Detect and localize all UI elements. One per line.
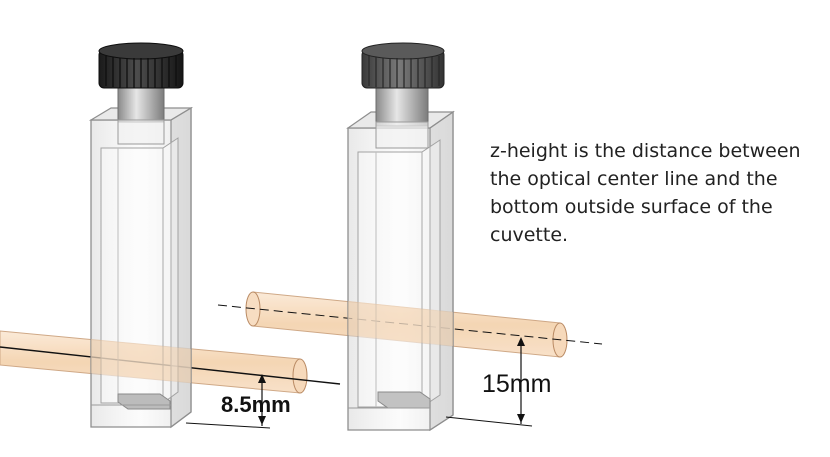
cap-knurling-left: [105, 56, 177, 88]
cuvette-left: [88, 42, 194, 429]
cap-knurling-right: [368, 56, 440, 88]
left-dimension-label: 8.5mm: [221, 392, 291, 417]
right-dimension-label: 15mm: [482, 370, 551, 398]
z-height-caption: z-height is the distance between the opt…: [490, 140, 801, 246]
dimension-left: 8.5mm: [185, 374, 291, 429]
optical-center-line-right: [217, 304, 603, 345]
dimension-right: 15mm: [445, 337, 551, 427]
cuvette-right: [346, 42, 455, 432]
